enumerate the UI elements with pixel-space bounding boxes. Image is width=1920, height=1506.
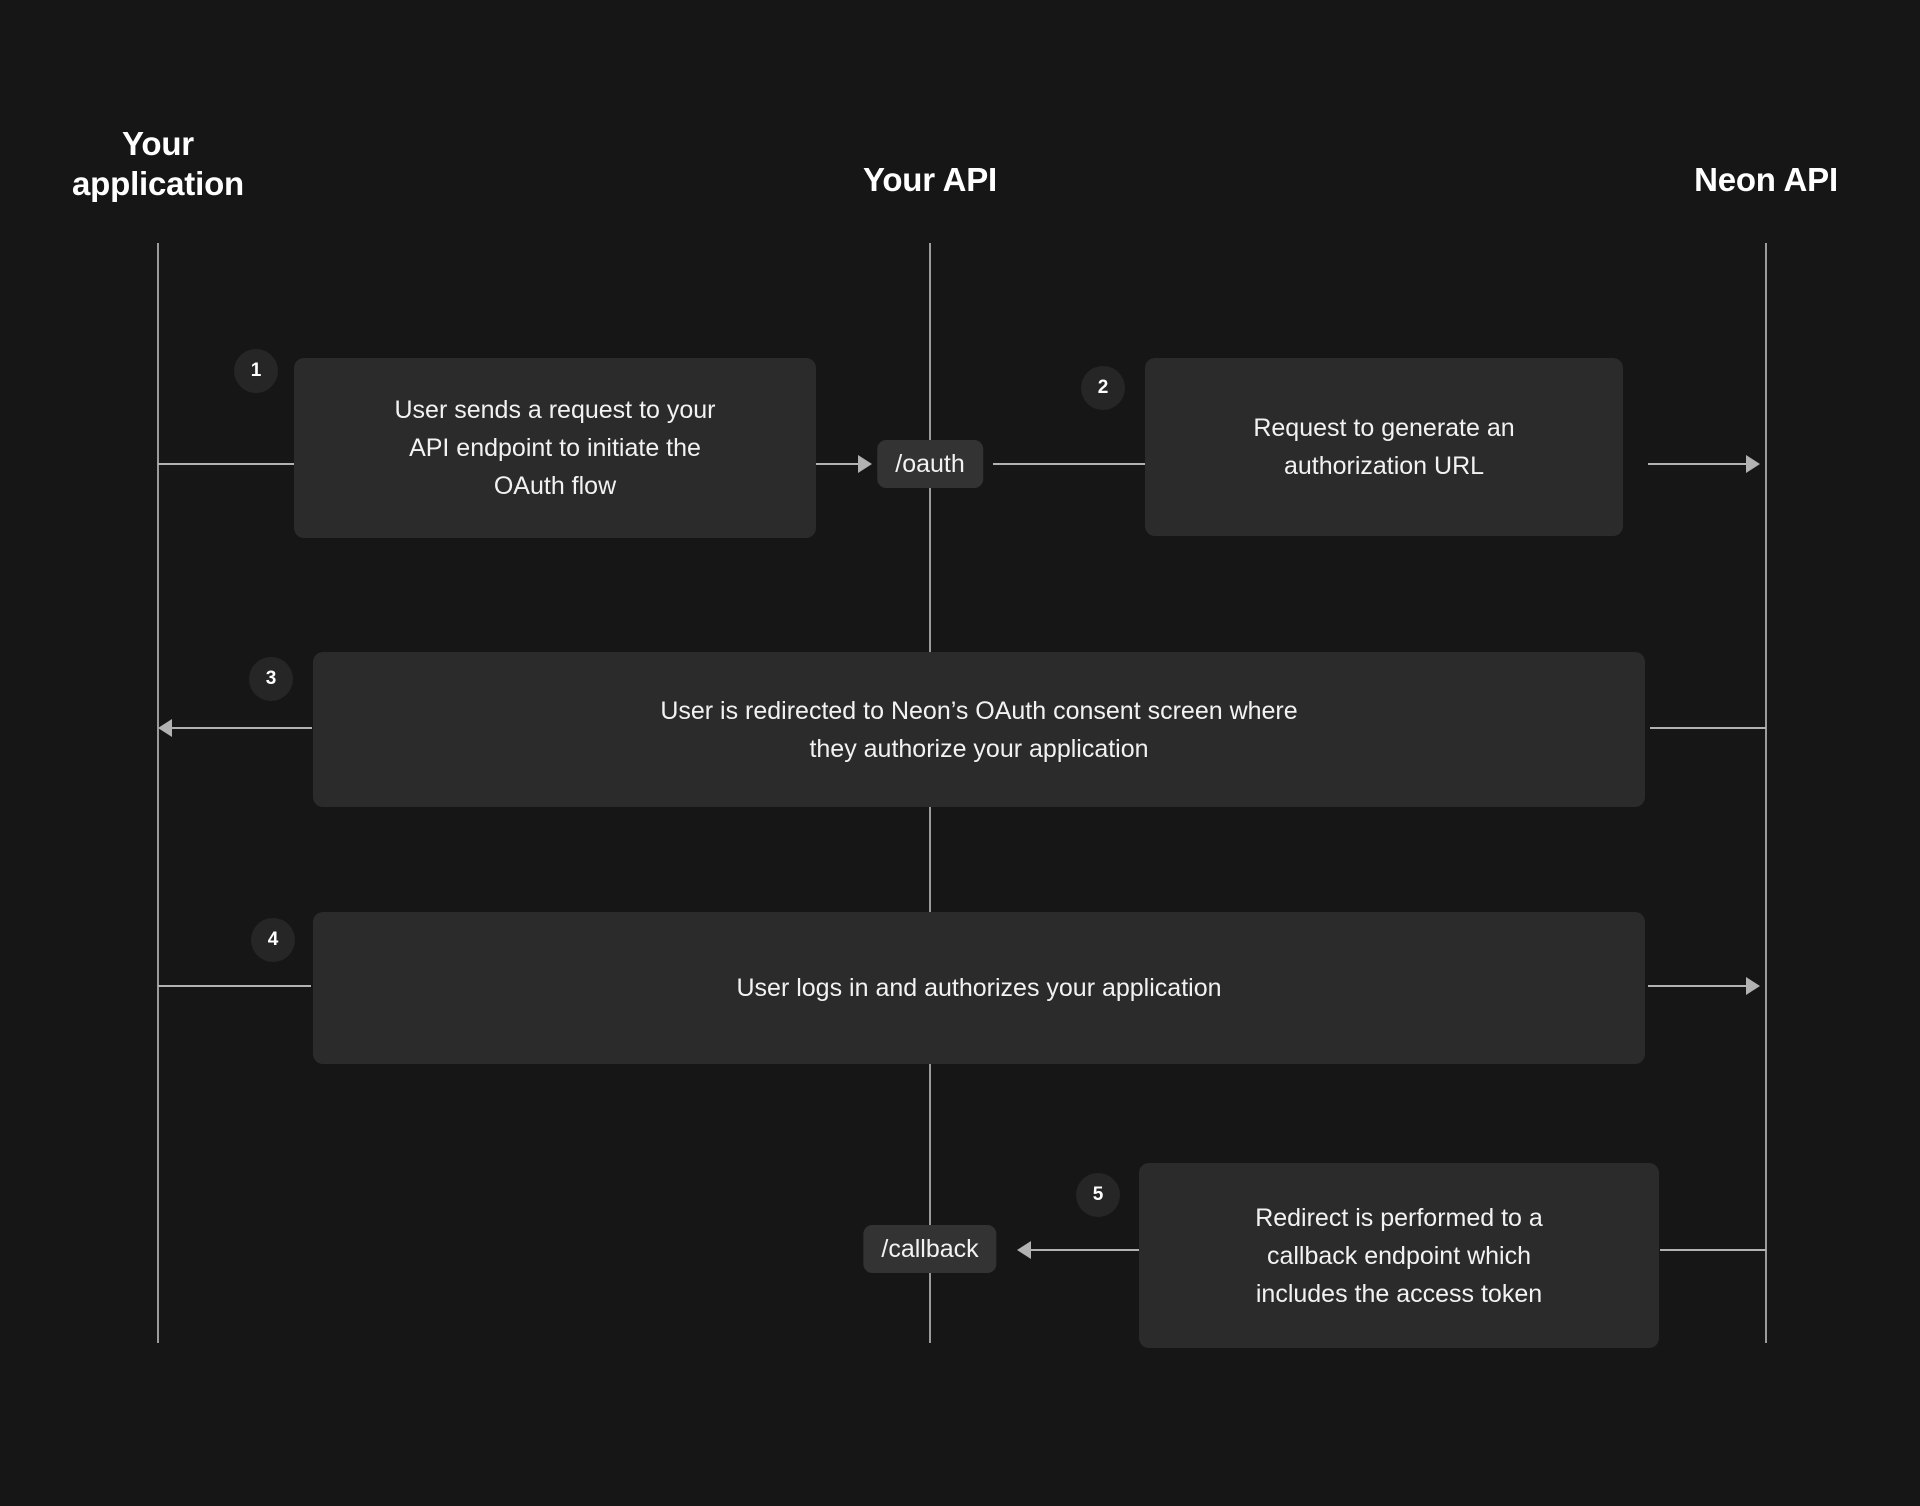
lifeline-label-your-api: Your API: [862, 161, 998, 198]
step-2-arrowhead-right-icon: [1746, 455, 1760, 473]
step-1-connector-right: [816, 463, 860, 465]
step-badge-4: 4: [251, 918, 295, 962]
step-box-5: Redirect is performed to a callback endp…: [1139, 1163, 1659, 1348]
step-5-arrowhead-left-icon: [1017, 1241, 1031, 1259]
step-badge-5: 5: [1076, 1173, 1120, 1217]
lifeline-label-your-application: Your application: [72, 125, 244, 203]
step-4-arrowhead-right-icon: [1746, 977, 1760, 995]
step-2-connector-right: [1648, 463, 1748, 465]
step-text-1: User sends a request to your API endpoin…: [394, 396, 716, 500]
lifeline-your-application: [157, 243, 159, 1343]
step-text-4: User logs in and authorizes your applica…: [736, 974, 1222, 1002]
step-text-3: User is redirected to Neon’s OAuth conse…: [660, 696, 1298, 763]
step-3-connector-left: [172, 727, 312, 729]
lifeline-neon-api: [1765, 243, 1767, 1343]
step-1-connector-left: [158, 463, 298, 465]
step-text-2: Request to generate an authorization URL: [1253, 414, 1515, 480]
step-text-5: Redirect is performed to a callback endp…: [1255, 1203, 1543, 1308]
callback-endpoint-pill[interactable]: /callback: [863, 1225, 997, 1273]
step-2-connector-left: [993, 463, 1145, 465]
step-5-connector-right: [1660, 1249, 1766, 1251]
step-badge-3: 3: [249, 657, 293, 701]
lifeline-label-neon-api: Neon API: [1694, 161, 1838, 198]
step-box-4: User logs in and authorizes your applica…: [313, 912, 1645, 1064]
step-box-1: User sends a request to your API endpoin…: [294, 358, 816, 538]
step-3-arrowhead-left-icon: [158, 719, 172, 737]
oauth-endpoint-pill[interactable]: /oauth: [877, 440, 983, 488]
step-1-arrowhead-right-icon: [858, 455, 872, 473]
step-badge-2: 2: [1081, 366, 1125, 410]
step-3-connector-right: [1650, 727, 1766, 729]
step-4-connector-left: [158, 985, 311, 987]
step-5-connector-left: [1031, 1249, 1140, 1251]
step-box-3: User is redirected to Neon’s OAuth conse…: [313, 652, 1645, 807]
step-4-connector-right: [1648, 985, 1748, 987]
step-badge-1: 1: [234, 349, 278, 393]
step-box-2: Request to generate an authorization URL: [1145, 358, 1623, 536]
